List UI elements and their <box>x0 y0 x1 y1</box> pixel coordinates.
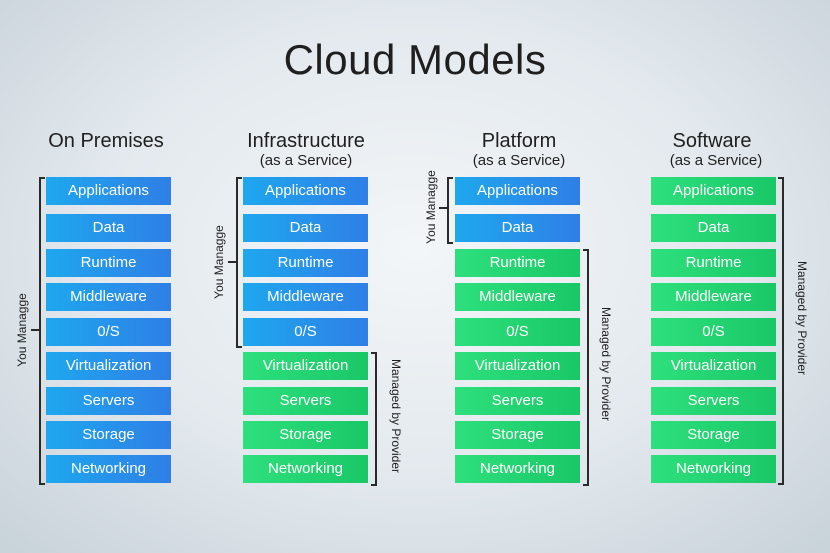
column-subtitle-saas: (as a Service) <box>669 152 763 169</box>
iaas-layer-servers: Servers <box>243 387 368 415</box>
saas-layer-networking: Networking <box>651 455 776 483</box>
onprem-layer-virtualization: Virtualization <box>46 352 171 380</box>
paas-layer-runtime: Runtime <box>455 249 580 277</box>
saas-layer-runtime: Runtime <box>651 249 776 277</box>
paas-layer-applications: Applications <box>455 177 580 205</box>
saas-provider-label: Managed by Provider <box>795 260 809 376</box>
saas-provider-bracket <box>778 177 784 485</box>
onprem-layer-applications: Applications <box>46 177 171 205</box>
onprem-bracket-tick <box>31 329 39 331</box>
paas-layer-networking: Networking <box>455 455 580 483</box>
paas-layer-data: Data <box>455 214 580 242</box>
iaas-layer-os: 0/S <box>243 318 368 346</box>
column-title-paas: Platform <box>481 130 557 152</box>
paas-provider-label: Managed by Provider <box>599 306 613 422</box>
onprem-layer-networking: Networking <box>46 455 171 483</box>
paas-layer-os: 0/S <box>455 318 580 346</box>
column-title-on-premises: On Premises <box>48 130 164 152</box>
iaas-layer-networking: Networking <box>243 455 368 483</box>
paas-provider-bracket <box>583 249 589 486</box>
paas-layer-servers: Servers <box>455 387 580 415</box>
paas-layer-storage: Storage <box>455 421 580 449</box>
column-title-saas: Software <box>672 130 752 152</box>
onprem-layer-servers: Servers <box>46 387 171 415</box>
paas-you-manage-tick <box>439 207 447 209</box>
iaas-layer-virtualization: Virtualization <box>243 352 368 380</box>
paas-layer-virtualization: Virtualization <box>455 352 580 380</box>
saas-layer-servers: Servers <box>651 387 776 415</box>
iaas-you-manage-label: You Managge <box>212 225 226 299</box>
onprem-you-manage-bracket <box>39 177 45 485</box>
iaas-you-manage-tick <box>228 261 236 263</box>
saas-layer-middleware: Middleware <box>651 283 776 311</box>
saas-layer-storage: Storage <box>651 421 776 449</box>
onprem-layer-data: Data <box>46 214 171 242</box>
onprem-layer-storage: Storage <box>46 421 171 449</box>
iaas-layer-applications: Applications <box>243 177 368 205</box>
iaas-provider-bracket <box>371 352 377 486</box>
paas-you-manage-bracket <box>447 177 453 244</box>
saas-layer-data: Data <box>651 214 776 242</box>
iaas-layer-runtime: Runtime <box>243 249 368 277</box>
iaas-layer-storage: Storage <box>243 421 368 449</box>
iaas-layer-data: Data <box>243 214 368 242</box>
onprem-layer-os: 0/S <box>46 318 171 346</box>
column-title-iaas: Infrastructure <box>247 130 365 152</box>
onprem-layer-middleware: Middleware <box>46 283 171 311</box>
iaas-provider-label: Managed by Provider <box>389 358 403 474</box>
paas-you-manage-label: You Managge <box>424 170 438 244</box>
column-subtitle-iaas: (as a Service) <box>259 152 353 169</box>
saas-layer-applications: Applications <box>651 177 776 205</box>
column-subtitle-paas: (as a Service) <box>472 152 566 169</box>
paas-layer-middleware: Middleware <box>455 283 580 311</box>
onprem-you-manage-label: You Managge <box>15 293 29 367</box>
onprem-layer-runtime: Runtime <box>46 249 171 277</box>
iaas-layer-middleware: Middleware <box>243 283 368 311</box>
iaas-you-manage-bracket <box>236 177 242 348</box>
saas-layer-virtualization: Virtualization <box>651 352 776 380</box>
saas-layer-os: 0/S <box>651 318 776 346</box>
diagram-title: Cloud Models <box>283 36 547 83</box>
